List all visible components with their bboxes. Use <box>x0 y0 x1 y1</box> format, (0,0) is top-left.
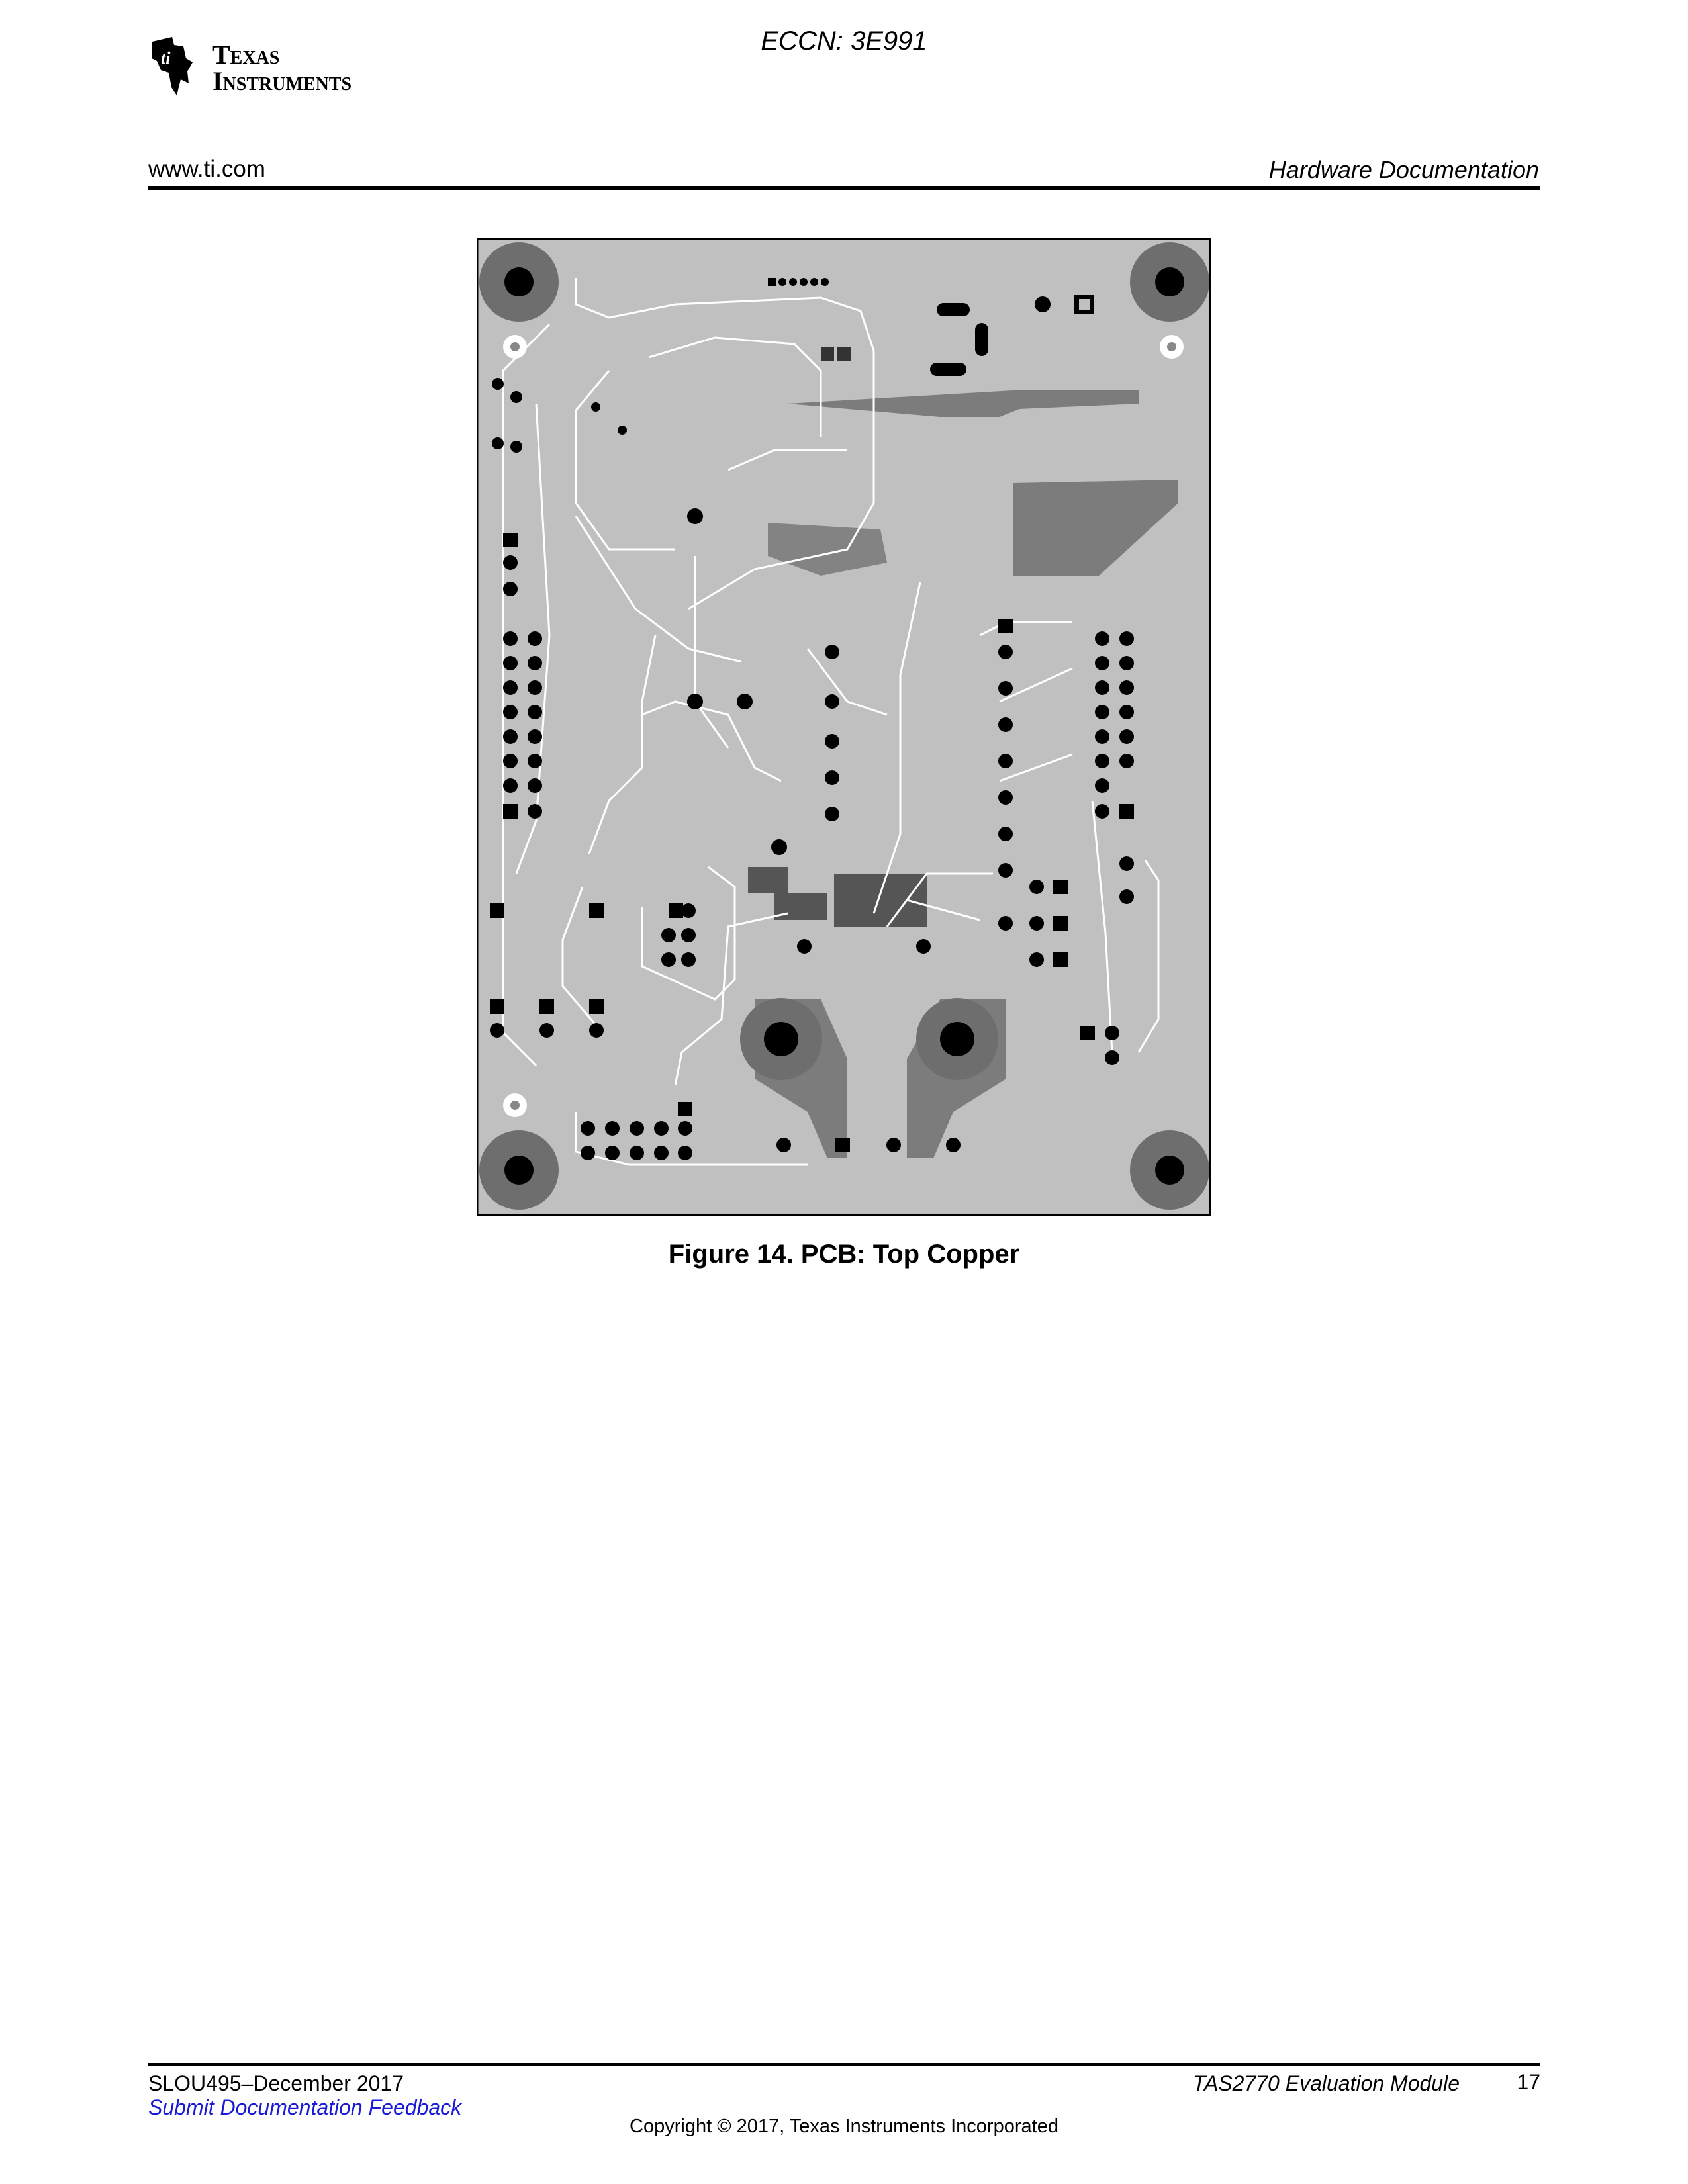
eccn-label: ECCN: 3E991 <box>761 26 927 56</box>
logo-line1: Texas <box>212 40 279 69</box>
header-pins <box>490 378 1134 1160</box>
section-title: Hardware Documentation <box>1268 156 1539 183</box>
website-link[interactable]: www.ti.com <box>148 156 265 182</box>
page-number: 17 <box>1517 2070 1540 2094</box>
logo-line2: Instruments <box>212 66 352 96</box>
ti-logo-mark: ti Texas Instruments <box>152 37 352 96</box>
svg-text:ti: ti <box>161 48 171 68</box>
figure-caption: Figure 14. PCB: Top Copper <box>668 1240 1020 1269</box>
document-title: TAS2770 Evaluation Module <box>1192 2071 1460 2095</box>
document-id: SLOU495–December 2017 <box>148 2071 404 2095</box>
header-rule <box>148 186 1540 190</box>
footer-rule <box>148 2063 1540 2066</box>
mounting-holes <box>479 242 1209 1210</box>
ti-logo: ti Texas Instruments <box>149 32 414 98</box>
copper-pours <box>740 390 1178 1158</box>
pcb-traces <box>502 278 1160 1166</box>
copyright-notice: Copyright © 2017, Texas Instruments Inco… <box>630 2116 1058 2137</box>
top-components <box>768 278 1094 376</box>
pcb-top-copper-figure <box>476 238 1211 1216</box>
feedback-link[interactable]: Submit Documentation Feedback <box>148 2095 462 2119</box>
